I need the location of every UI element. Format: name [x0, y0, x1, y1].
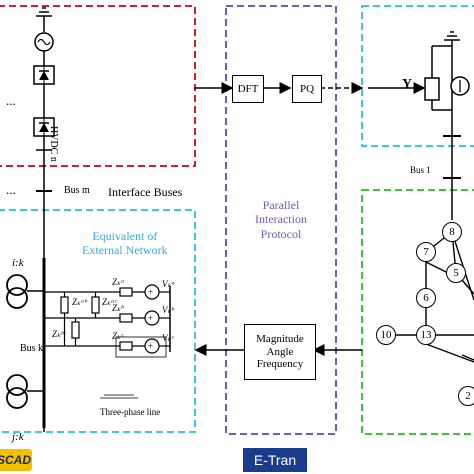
pq-block: PQ [292, 75, 322, 103]
network-node: 13 [416, 325, 436, 345]
bus-1-label: Bus 1 [410, 165, 431, 175]
transformer-icon [6, 274, 44, 309]
pscad-logo-text: SCAD [0, 453, 31, 467]
transformer-icon [6, 374, 44, 409]
impedance-ab [60, 296, 69, 314]
impedance-c-label: Zₖᶜ [112, 331, 124, 341]
voltage-b-label: Vₖᵇ [162, 305, 174, 315]
magnitude-angle-frequency-block: Magnitude Angle Frequency [244, 324, 316, 380]
voltage-a-label: Vₖᵃ [162, 279, 175, 289]
network-node: 5 [446, 263, 466, 283]
converter-icon [33, 65, 55, 85]
current-source-icon [450, 76, 470, 96]
voltage-c-label: Vₖᶜ [162, 333, 174, 343]
etran-logo: E-Tran [243, 448, 307, 472]
network-node: 6 [416, 288, 436, 308]
etran-network-region [361, 189, 474, 435]
voltage-source-icon: + [144, 338, 160, 354]
impedance-ab-label: Zₖᵃᵇ [72, 297, 87, 307]
svg-text:+: + [148, 341, 153, 351]
converter-icon [33, 117, 55, 137]
ellipsis-top: ... [6, 93, 16, 108]
parallel-protocol-title: Parallel Interaction Protocol [255, 198, 307, 241]
dft-block: DFT [232, 75, 264, 103]
bus-m-label: Bus m [64, 185, 90, 196]
transformer-label-jk: j:k [12, 431, 24, 443]
impedance-bc-label: Zₖᵇᶜ [52, 329, 66, 339]
impedance-bc [71, 321, 80, 339]
network-node: 10 [376, 325, 396, 345]
voltage-source-icon: + [144, 310, 160, 326]
parallel-protocol-region [225, 5, 337, 435]
etran-logo-text: E-Tran [253, 452, 297, 468]
hvdc-label: HVDC n [48, 126, 59, 162]
external-network-region [0, 209, 196, 433]
transformer-label-ik: i:k [12, 257, 24, 269]
network-node: 2 [458, 386, 474, 406]
etran-equivalent-region [361, 5, 474, 147]
impedance-ac [91, 296, 100, 314]
impedance-ac-label: Zₖᵃᶜ [102, 297, 117, 307]
network-node: 7 [416, 242, 436, 262]
ac-source-icon [34, 32, 54, 52]
ground-icon [36, 7, 52, 32]
pscad-logo: SCAD [0, 449, 32, 471]
bus-k-label: Bus k [20, 343, 44, 354]
ellipsis-bottom: ... [6, 182, 16, 197]
network-node: 8 [442, 222, 462, 242]
voltage-source-icon: + [144, 284, 160, 300]
svg-text:+: + [148, 287, 153, 297]
impedance-b-label: Zₖᵇ [112, 303, 124, 313]
admittance-label: Y [402, 77, 413, 92]
three-phase-line-label: Three-phase line [100, 407, 161, 417]
equivalent-network-title: Equivalent of External Network [82, 229, 168, 257]
pscad-hvdc-region [0, 5, 196, 167]
impedance-a-label: Zₖᵃ [112, 277, 125, 287]
ground-icon [444, 31, 460, 46]
interface-buses-label: Interface Buses [108, 185, 183, 199]
svg-text:+: + [148, 313, 153, 323]
